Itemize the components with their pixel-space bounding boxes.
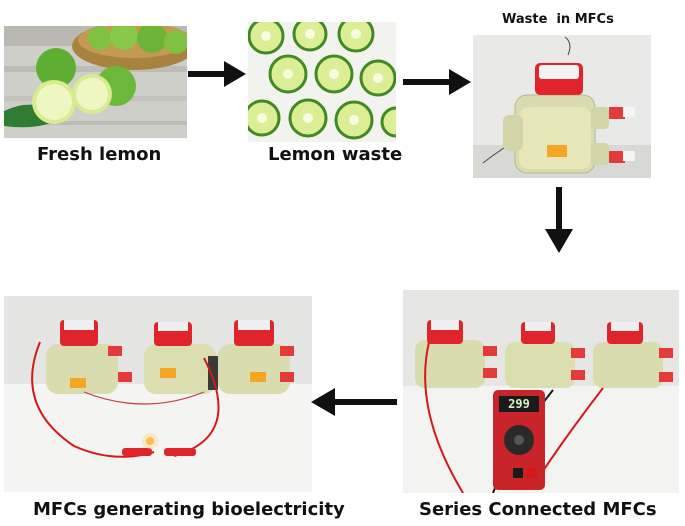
fresh-lemon-photo [4, 26, 187, 138]
arrow-right-2 [403, 69, 471, 95]
caption-series-connected-mfcs: Series Connected MFCs [419, 499, 657, 520]
caption-lemon-waste: Lemon waste [268, 144, 403, 165]
mfc-bottle-photo [473, 35, 651, 178]
multimeter-display: 299 [508, 397, 530, 411]
caption-fresh-lemon: Fresh lemon [37, 144, 162, 165]
lemon-waste-photo [248, 22, 396, 142]
caption-mfcs-generating-bioelectricity: MFCs generating bioelectricity [33, 499, 345, 520]
caption-waste-in-mfcs: Waste in MFCs [502, 12, 614, 27]
arrow-left [311, 388, 397, 416]
series-mfcs-photo [403, 290, 679, 493]
arrow-right-1 [188, 61, 246, 87]
arrow-down [545, 187, 573, 253]
mfcs-bioelectricity-photo [4, 296, 312, 492]
